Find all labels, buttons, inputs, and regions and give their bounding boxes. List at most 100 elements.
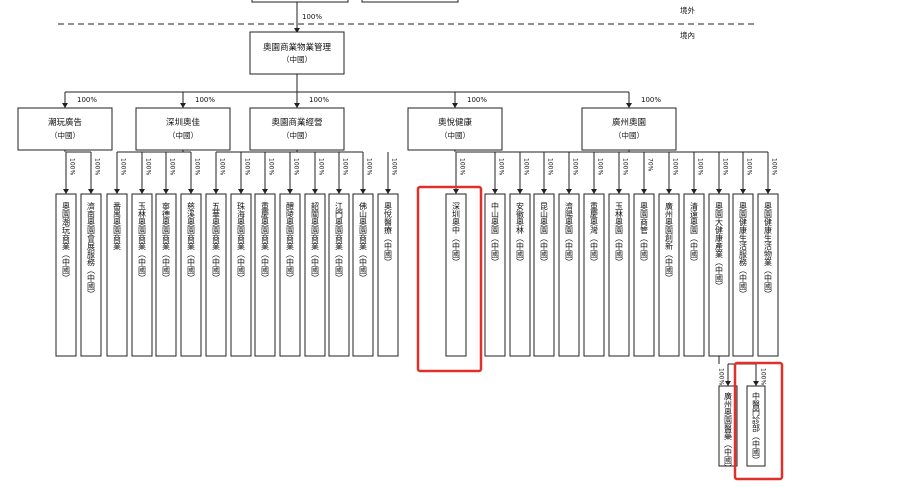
level3-box bbox=[533, 193, 555, 357]
level3-box bbox=[683, 193, 705, 357]
level3-box bbox=[155, 193, 177, 357]
level3-name: 奧園大健康產業（中國） bbox=[715, 201, 724, 290]
level2-pct: 100% bbox=[77, 96, 97, 104]
level3-pct: 100% bbox=[391, 158, 398, 175]
level3-name: 奧悅醫療（中國） bbox=[384, 201, 393, 266]
level3-pct: 100% bbox=[746, 158, 753, 175]
level3-box bbox=[558, 193, 580, 357]
level2-region: （中國） bbox=[282, 130, 312, 140]
level3-box bbox=[304, 193, 326, 357]
top-entity-region: （中國） bbox=[282, 54, 312, 64]
level3-name: 五華奧園商業（中國） bbox=[212, 202, 221, 282]
level3-box bbox=[352, 193, 374, 357]
level3-pct: 100% bbox=[120, 158, 127, 175]
level3-pct: 100% bbox=[672, 158, 679, 175]
level2-name: 廣州奧園 bbox=[612, 117, 646, 128]
level3-pct: 100% bbox=[622, 158, 629, 175]
level3-box bbox=[732, 193, 754, 357]
level3-box bbox=[445, 193, 467, 357]
outside-label: 境外 bbox=[680, 5, 695, 15]
level3-name: 寧德奧園商業（中國） bbox=[162, 201, 171, 282]
level3-name: 深圳奧中（中國） bbox=[452, 202, 461, 266]
level4-group: 100% 廣州奧園醫藥（中國） 100% 中醫門診部（中國） bbox=[718, 356, 767, 472]
level3-pct: 100% bbox=[69, 158, 76, 175]
parent-box-left bbox=[251, 0, 349, 3]
level4-box bbox=[718, 385, 738, 467]
level3-name: 廣州奧園創新（中國） bbox=[665, 201, 674, 282]
level3-box bbox=[484, 193, 506, 357]
level3-name: 韶關奧園商業（中國） bbox=[311, 201, 320, 282]
level3-box bbox=[509, 193, 531, 357]
level3-pct: 100% bbox=[268, 158, 275, 175]
level2-pct: 100% bbox=[195, 96, 215, 104]
level2-box bbox=[249, 107, 345, 151]
level3-name: 奧園潮玩商業（中國） bbox=[62, 201, 71, 282]
level3-pct: 70% bbox=[647, 158, 654, 172]
level3-pct: 100% bbox=[547, 158, 554, 175]
level3-box bbox=[55, 193, 77, 357]
level3-box bbox=[254, 193, 276, 357]
level3-name: 重慶奧灣（中國） bbox=[590, 201, 599, 266]
level3-box bbox=[328, 193, 350, 357]
level3-pct: 100% bbox=[572, 158, 579, 175]
level3-pct: 100% bbox=[697, 158, 704, 175]
top-entity-box: 奧園商業物業管理 （中國） bbox=[249, 31, 345, 75]
inside-label: 境內 bbox=[680, 30, 695, 40]
level3-pct: 100% bbox=[498, 158, 505, 175]
level3-name: 奧園健康生活物業（中國） bbox=[764, 201, 773, 298]
level3-pct: 100% bbox=[219, 158, 226, 175]
level3-name: 奧園健康生活服務（中國） bbox=[739, 201, 748, 298]
level3-pct: 100% bbox=[169, 158, 176, 175]
level3-name: 珠海奧園商業（中國） bbox=[237, 201, 246, 282]
top-pct: 100% bbox=[302, 13, 322, 21]
level3-box bbox=[131, 193, 153, 357]
level2-pct: 100% bbox=[309, 96, 329, 104]
level2-box bbox=[407, 107, 503, 151]
level4-name: 中醫門診部（中國） bbox=[752, 391, 761, 464]
level2-name: 潮玩廣告 bbox=[48, 117, 82, 128]
level3-name: 濟陽奧園（中國） bbox=[565, 201, 574, 266]
level3-name: 醴陵奧園商業（中國） bbox=[286, 201, 295, 282]
level3-name: 清遠奧園（中國） bbox=[690, 201, 699, 266]
level3-pct: 100% bbox=[459, 158, 466, 175]
level2-pct: 100% bbox=[641, 96, 661, 104]
level4-pct: 100% bbox=[760, 368, 767, 385]
level3-box bbox=[279, 193, 301, 357]
level3-name: 江門奧園商業（中國） bbox=[335, 202, 344, 282]
level2-box bbox=[581, 107, 677, 151]
level3-name: 佛山奧園商業（中國） bbox=[359, 201, 368, 282]
level3-name: 奧園商管（中國） bbox=[640, 201, 649, 266]
level3-box bbox=[180, 193, 202, 357]
level3-box bbox=[80, 193, 102, 357]
level4-pct: 100% bbox=[718, 368, 725, 385]
level3-name: 昆山奧園（中國） bbox=[540, 202, 549, 266]
level3-box bbox=[230, 193, 252, 357]
level3-name: 玉林奧園（中國） bbox=[615, 202, 624, 266]
level3-pct: 100% bbox=[771, 158, 778, 175]
level3-box bbox=[205, 193, 227, 357]
level3-name: 中山奧園（中國） bbox=[491, 201, 500, 266]
level2-pct: 100% bbox=[467, 96, 487, 104]
level2-region: （中國） bbox=[50, 130, 80, 140]
level2-box bbox=[17, 107, 113, 151]
highlight-clinic bbox=[733, 361, 784, 481]
level3-box bbox=[633, 193, 655, 357]
level3-name: 番禺奧園商業 bbox=[113, 201, 122, 251]
level4-name: 廣州奧園醫藥（中國） bbox=[724, 391, 733, 472]
level3-name: 安徽奧林（中國） bbox=[516, 201, 525, 266]
level3-box bbox=[583, 193, 605, 357]
level3-group: 100%奧園潮玩商業（中國）100%濟南奧園會展服務（中國）100%番禺奧園商業… bbox=[55, 150, 779, 357]
level3-name: 重慶奧園商業（中國） bbox=[261, 201, 270, 282]
level3-box bbox=[608, 193, 630, 357]
level4-box bbox=[746, 385, 766, 467]
level3-pct: 100% bbox=[366, 158, 373, 175]
level3-pct: 100% bbox=[722, 158, 729, 175]
level2-name: 奧悅健康 bbox=[438, 117, 473, 128]
level3-pct: 100% bbox=[94, 158, 101, 175]
level2-name: 奧園商業經營 bbox=[271, 117, 322, 128]
level2-region: （中國） bbox=[168, 130, 198, 140]
level3-box bbox=[377, 193, 399, 357]
level3-pct: 100% bbox=[244, 158, 251, 175]
top-entity-name: 奧園商業物業管理 bbox=[263, 42, 332, 53]
